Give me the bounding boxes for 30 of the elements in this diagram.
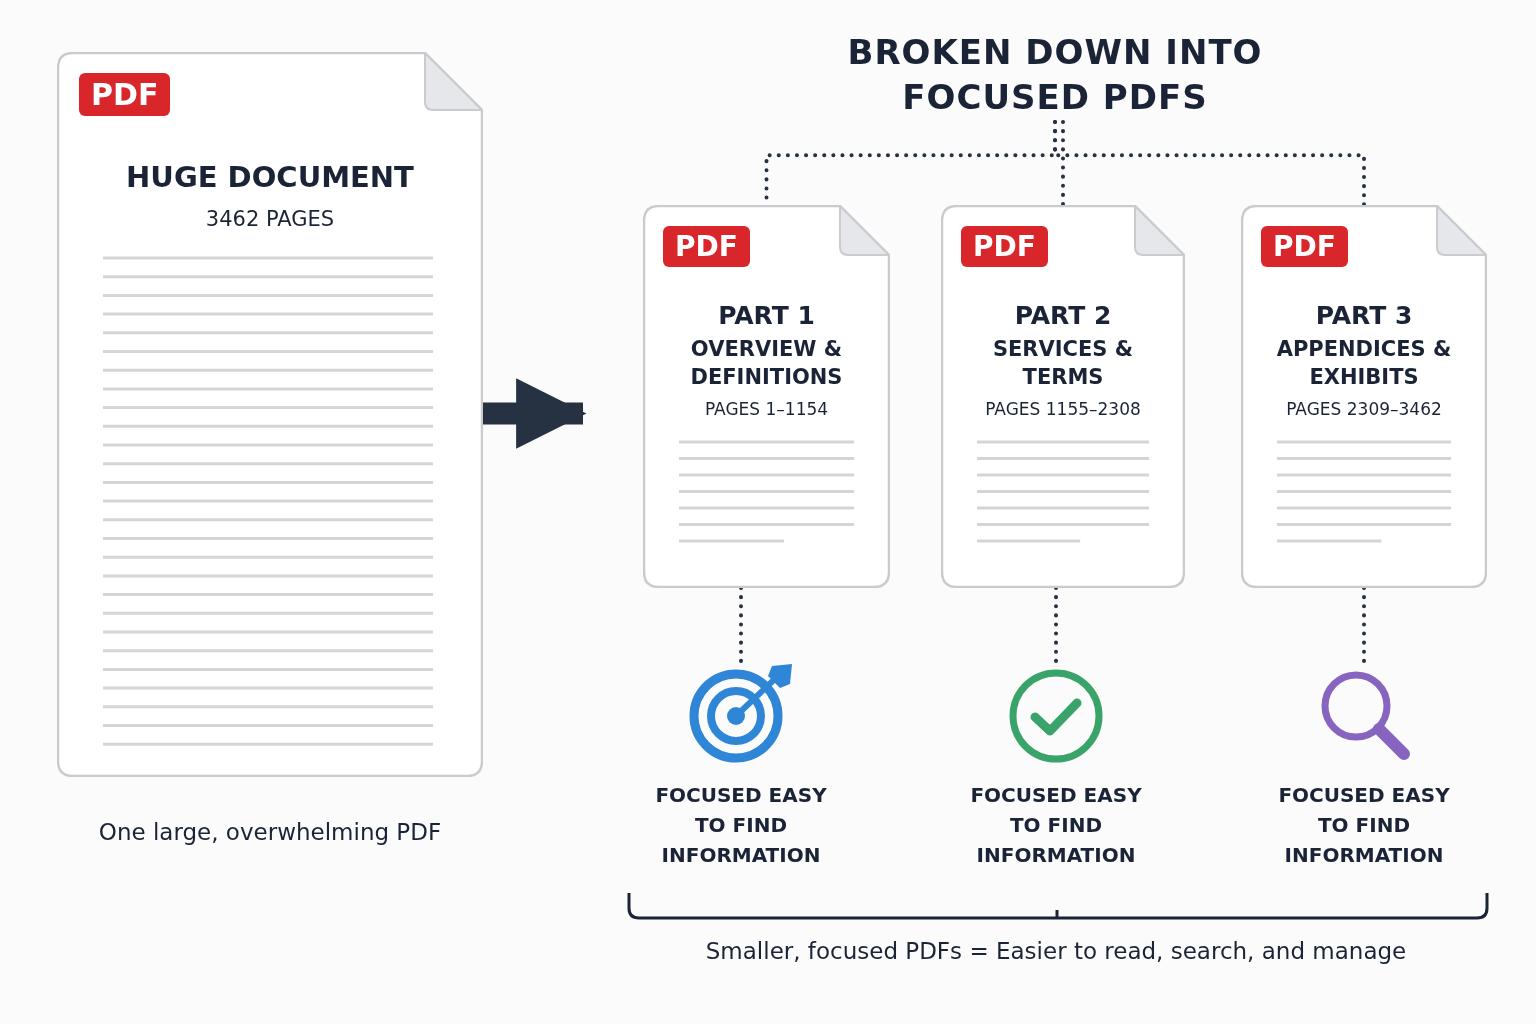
part-title: PART 2	[1013, 301, 1113, 330]
caption-text: One large, overwhelming PDF	[97, 818, 443, 847]
file-type-badge: PDF	[1261, 226, 1348, 267]
check-circle-icon	[1008, 668, 1104, 764]
target-icon	[688, 662, 794, 764]
benefit-text: FOCUSED EASY TO FIND INFORMATION	[654, 782, 828, 869]
page-range: PAGES 1–1154	[703, 399, 830, 419]
pdf-document	[941, 205, 1185, 588]
pdf-document	[1241, 205, 1487, 588]
file-type-badge: PDF	[79, 73, 171, 116]
document-title: HUGE DOCUMENT	[125, 160, 415, 194]
part-subtitle: SERVICES & TERMS	[991, 336, 1135, 391]
part-subtitle: OVERVIEW & DEFINITIONS	[689, 336, 844, 391]
arrow	[483, 378, 587, 449]
part-title: PART 3	[1314, 301, 1414, 330]
part-subtitle: APPENDICES & EXHIBITS	[1275, 336, 1453, 391]
benefit-text: FOCUSED EASY TO FIND INFORMATION	[1277, 782, 1451, 869]
summary-text: Smaller, focused PDFs = Easier to read, search, and manage	[704, 938, 1408, 964]
part-title: PART 1	[717, 301, 816, 330]
page-range: PAGES 2309–3462	[1285, 399, 1443, 419]
page-count: 3462 PAGES	[204, 207, 336, 231]
pdf-document	[643, 205, 890, 588]
file-type-badge: PDF	[961, 226, 1048, 267]
heading-text: BROKEN DOWN INTO FOCUSED PDFS	[846, 31, 1264, 119]
page-range: PAGES 1155–2308	[984, 399, 1142, 419]
dotted-connector	[1061, 120, 1065, 207]
dotted-connector	[1053, 120, 1366, 207]
file-type-badge: PDF	[663, 226, 750, 267]
pdf-document	[57, 52, 483, 777]
benefit-text: FOCUSED EASY TO FIND INFORMATION	[969, 782, 1143, 869]
